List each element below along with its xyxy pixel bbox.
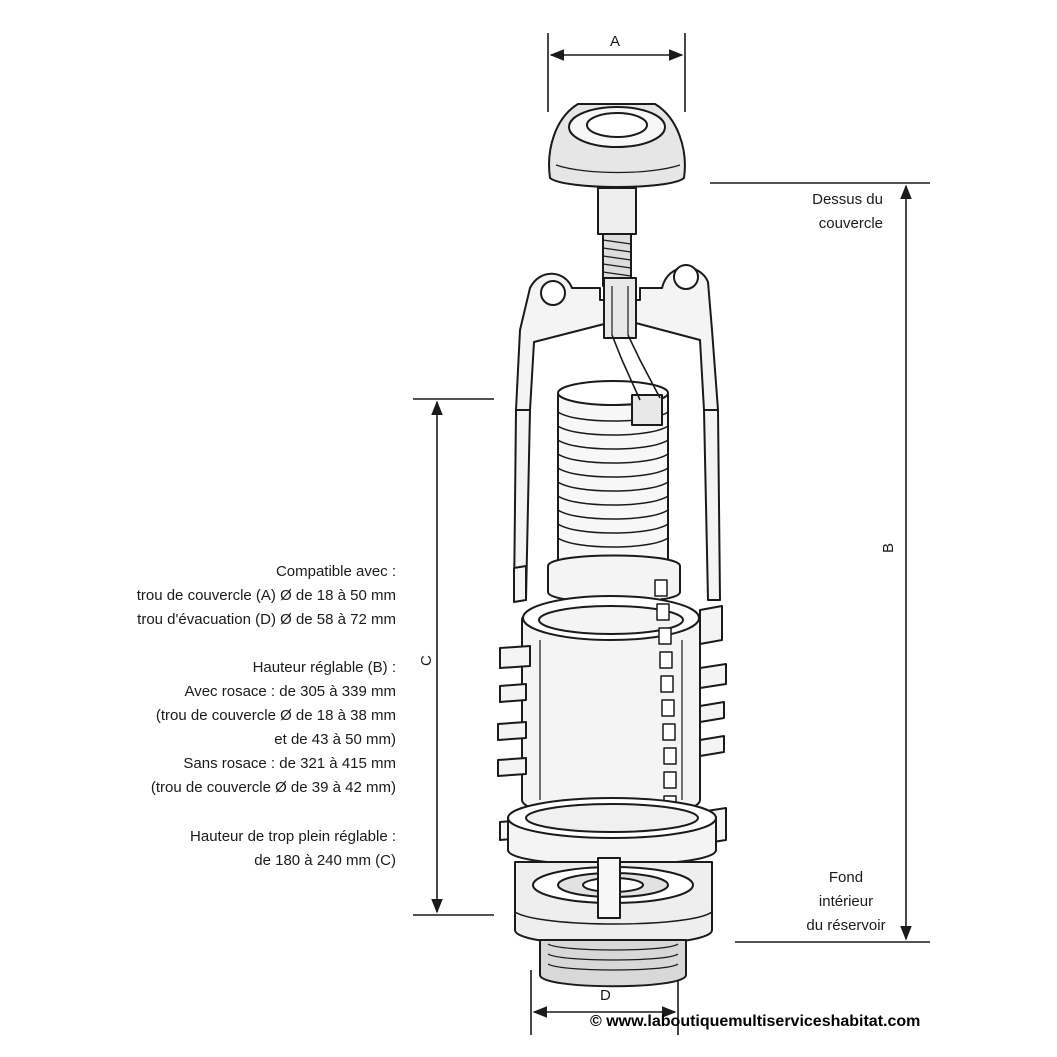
side-rails	[513, 409, 721, 601]
dimension-a-label: A	[610, 33, 621, 50]
dimension-b-label: B	[880, 542, 897, 553]
dimension-c-label: C	[418, 655, 435, 666]
tank-bottom-label: Fond intérieur du réservoir	[806, 869, 886, 934]
height-spec: Hauteur réglable (B) : Avec rosace : de …	[150, 659, 396, 796]
link-rod	[611, 334, 661, 401]
adjustment-chain	[654, 579, 677, 837]
threaded-outlet	[539, 939, 687, 988]
push-button	[548, 103, 686, 188]
flush-valve-illustration	[497, 103, 727, 988]
dimension-b	[710, 182, 930, 943]
compatibility-spec: Compatible avec : trou de couvercle (A) …	[136, 563, 396, 628]
overflow-spec: Hauteur de trop plein réglable : de 180 …	[190, 828, 396, 869]
dimension-d-label: D	[600, 987, 611, 1004]
stem	[597, 187, 637, 287]
lower-ring	[507, 797, 717, 866]
float-bellows	[557, 380, 669, 575]
main-body	[521, 595, 701, 818]
top-cover-label: Dessus du couvercle	[812, 191, 883, 232]
copyright-notice: © www.laboutiquemultiserviceshabitat.com	[590, 1013, 921, 1030]
dimension-a	[547, 33, 686, 112]
base-cage	[514, 857, 713, 946]
side-clips-right	[699, 605, 727, 845]
dimension-c	[413, 398, 494, 916]
